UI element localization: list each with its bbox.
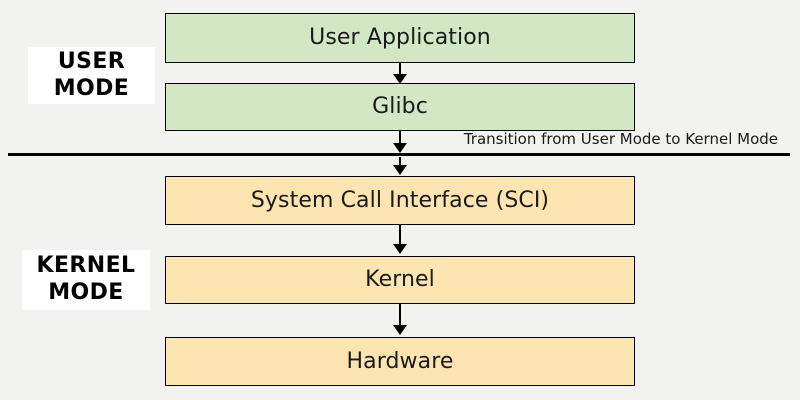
transition-note: Transition from User Mode to Kernel Mode — [463, 130, 778, 148]
user-mode-label-line2: MODE — [53, 75, 130, 101]
box-hardware: Hardware — [165, 337, 635, 386]
user-mode-label: USER MODE — [28, 47, 155, 104]
box-kernel: Kernel — [165, 256, 635, 304]
arrow-kernel-to-hardware — [399, 303, 402, 327]
box-kernel-label: Kernel — [365, 267, 435, 292]
box-user-application-label: User Application — [309, 25, 491, 50]
box-hardware-label: Hardware — [346, 348, 454, 374]
box-system-call-interface-label: System Call Interface (SCI) — [250, 187, 550, 213]
box-system-call-interface: System Call Interface (SCI) — [165, 176, 635, 225]
arrow-divider-to-sci — [399, 157, 402, 167]
box-user-application: User Application — [165, 13, 635, 63]
mode-divider-line — [8, 153, 790, 156]
kernel-mode-label-line1: KERNEL — [36, 253, 136, 279]
arrow-user-application-to-glibc — [399, 62, 402, 76]
kernel-mode-label: KERNEL MODE — [22, 250, 150, 310]
arrow-sci-to-kernel — [399, 224, 402, 246]
arrow-glibc-to-divider — [399, 130, 402, 145]
user-mode-label-line1: USER — [57, 48, 126, 74]
box-glibc-label: Glibc — [372, 94, 428, 119]
kernel-mode-label-line2: MODE — [48, 280, 124, 305]
box-glibc: Glibc — [165, 83, 635, 131]
